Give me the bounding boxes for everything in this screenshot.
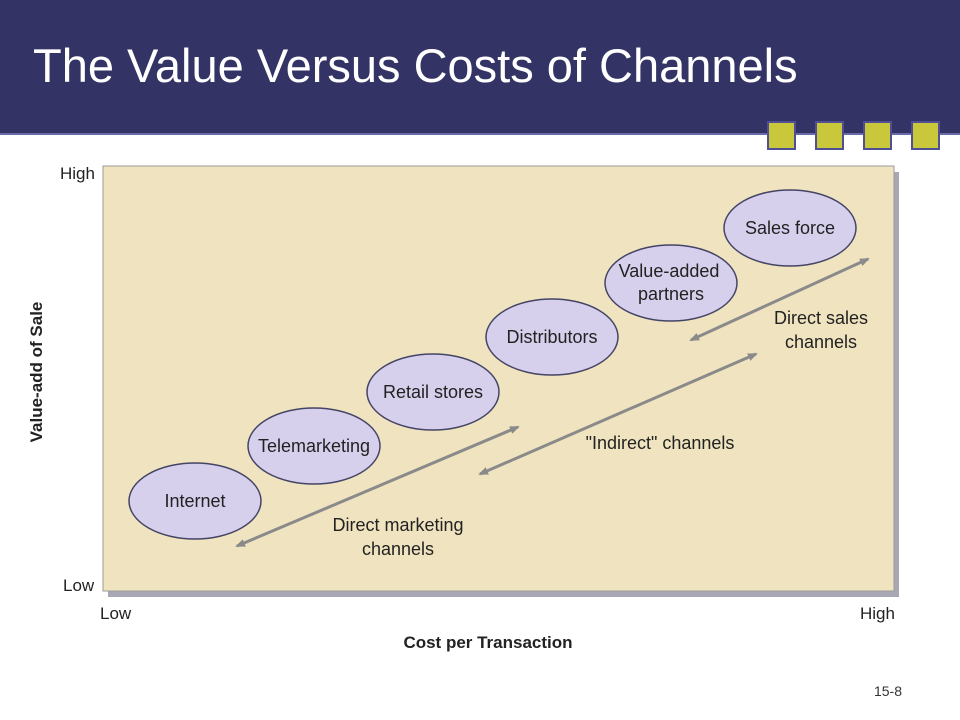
node-label: Telemarketing: [258, 436, 370, 456]
channel-node-telemarketing: Telemarketing: [247, 407, 381, 485]
node-label: Sales force: [745, 218, 835, 238]
channel-node-sales-force: Sales force: [723, 189, 857, 267]
indirect-channels-label: "Indirect" channels: [586, 433, 735, 453]
x-axis-low-label: Low: [100, 604, 132, 623]
y-axis-title: Value-add of Sale: [27, 302, 46, 443]
node-label: Internet: [164, 491, 225, 511]
direct-marketing-label: Direct marketing: [332, 515, 463, 535]
node-label: Value-added: [619, 261, 720, 281]
node-label: Retail stores: [383, 382, 483, 402]
y-axis-high-label: High: [60, 164, 95, 183]
direct-marketing-label: channels: [362, 539, 434, 559]
channel-node-retail-stores: Retail stores: [366, 353, 500, 431]
indirect-channels-arrow: [478, 352, 758, 476]
page-number: 15-8: [873, 683, 902, 699]
header-rule: [0, 133, 960, 135]
decorative-square: [863, 121, 892, 150]
x-axis-high-label: High: [860, 604, 895, 623]
decorative-square: [767, 121, 796, 150]
node-label: Distributors: [506, 327, 597, 347]
channel-node-value-added-partners: Value-added partners: [604, 244, 738, 322]
y-axis-low-label: Low: [63, 576, 95, 595]
direct-sales-arrow: [689, 257, 870, 342]
channel-node-distributors: Distributors: [485, 298, 619, 376]
direct-marketing-arrow: [235, 425, 520, 548]
node-label: partners: [638, 284, 704, 304]
channel-node-internet: Internet: [128, 462, 262, 540]
x-axis-title: Cost per Transaction: [403, 633, 572, 652]
direct-sales-label: Direct sales: [774, 308, 868, 328]
header-bar: [0, 0, 960, 133]
slide-title: The Value Versus Costs of Channels: [33, 39, 798, 92]
decorative-square: [911, 121, 940, 150]
direct-sales-label: channels: [785, 332, 857, 352]
decorative-square: [815, 121, 844, 150]
